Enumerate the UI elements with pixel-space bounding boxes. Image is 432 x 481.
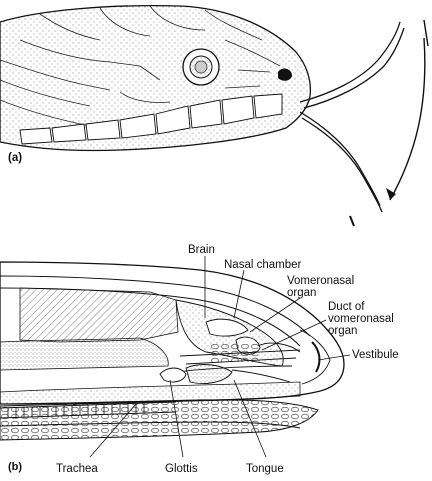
flick-arrow: [350, 20, 428, 226]
panel-a-label: (a): [8, 152, 22, 164]
label-duct-line2: vomeronasal: [328, 313, 394, 325]
snake-head-illustration: [0, 6, 428, 226]
label-tongue: Tongue: [246, 463, 284, 475]
eye-drawing: [183, 49, 219, 85]
label-nasal-chamber: Nasal chamber: [224, 259, 302, 271]
label-duct-line1: Duct of: [328, 301, 365, 313]
label-glottis: Glottis: [165, 463, 198, 475]
label-vomeronasal-line1: Vomeronasal: [287, 275, 354, 287]
panel-b-label: (b): [8, 461, 22, 473]
label-vomeronasal-line2: organ: [287, 287, 316, 299]
label-duct-line3: organ: [328, 325, 357, 337]
label-vestibule: Vestibule: [352, 349, 399, 361]
label-brain: Brain: [188, 244, 215, 256]
forked-tongue: [300, 22, 404, 212]
label-trachea: Trachea: [56, 463, 98, 475]
